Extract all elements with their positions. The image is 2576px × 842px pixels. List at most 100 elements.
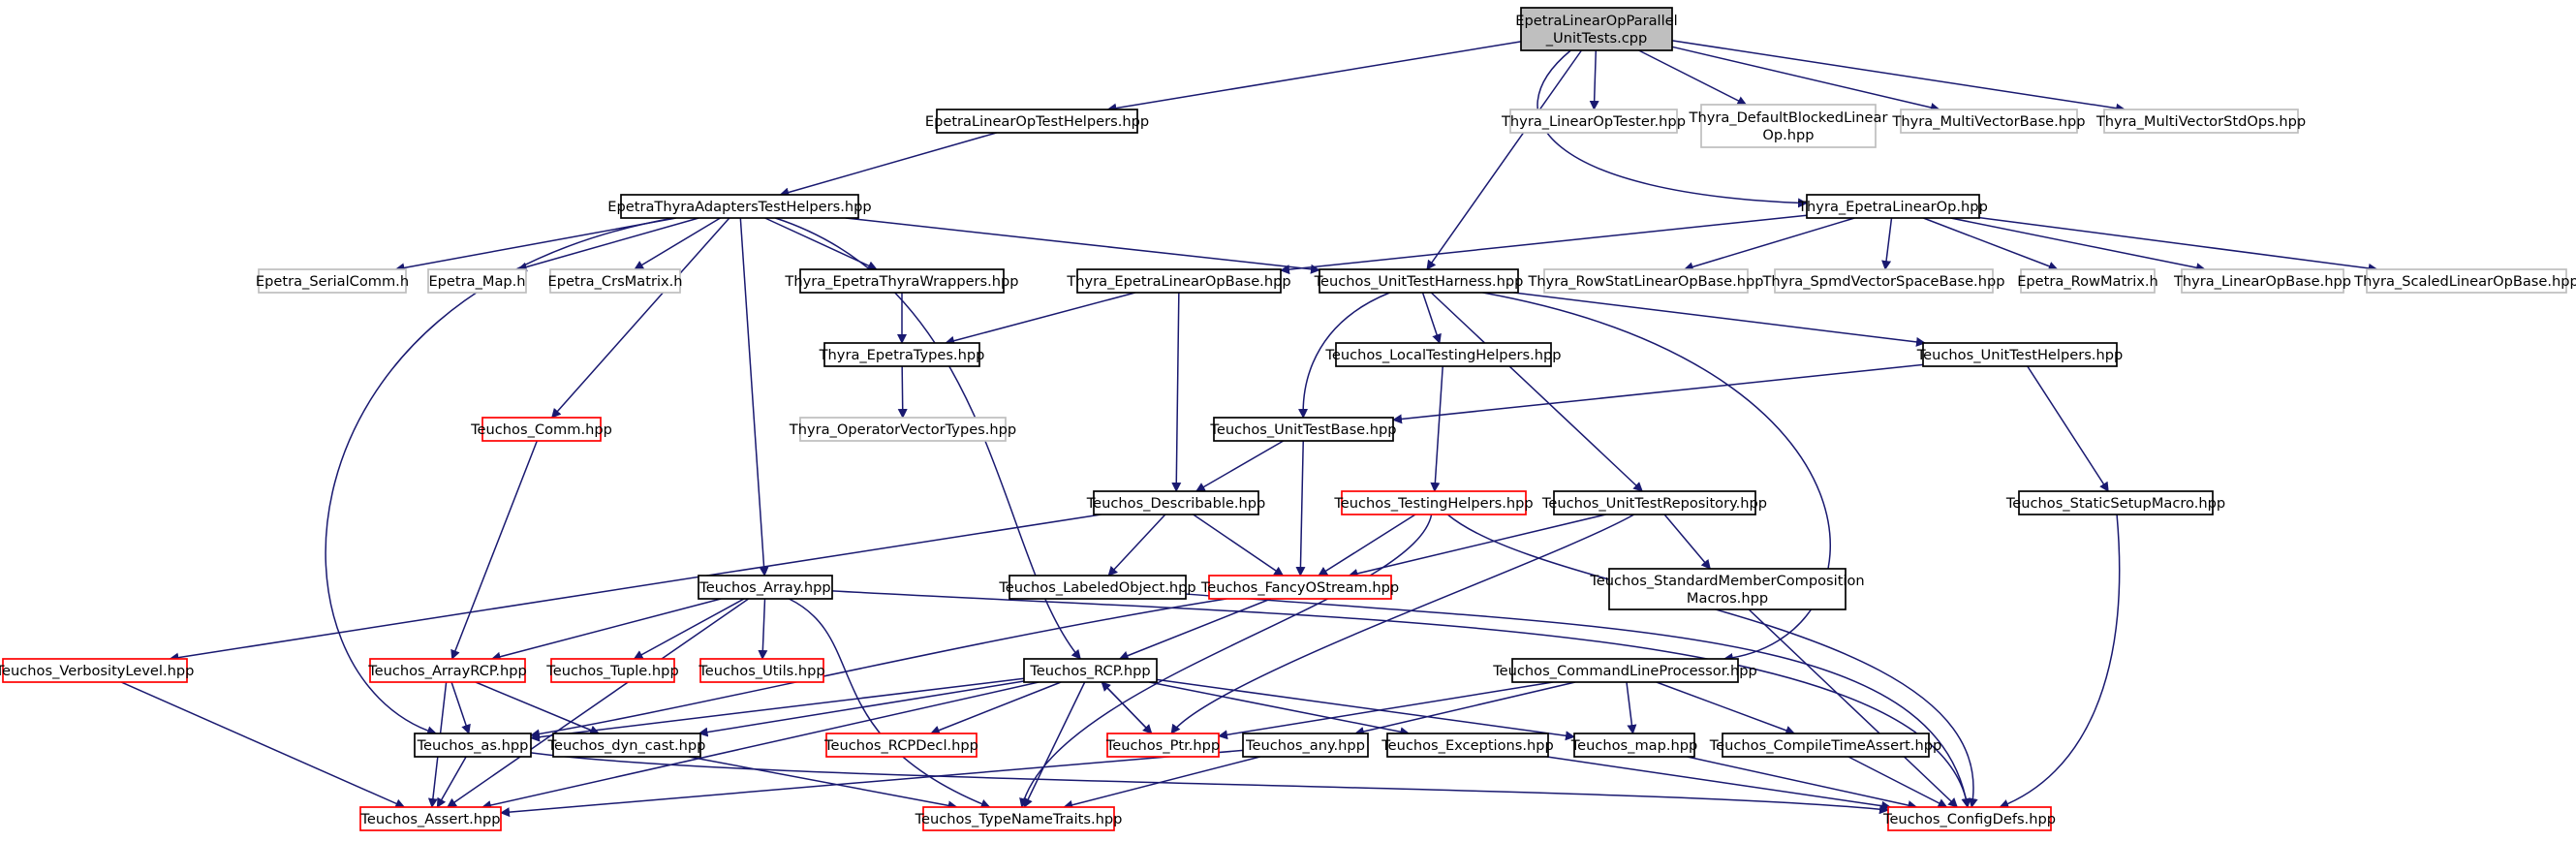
node-elot[interactable]: EpetraLinearOpTestHelpers.hpp bbox=[925, 109, 1149, 134]
node-ecrs[interactable]: Epetra_CrsMatrix.h bbox=[547, 268, 683, 294]
node-label: Teuchos_TestingHelpers.hpp bbox=[1333, 495, 1533, 512]
node-box bbox=[1774, 268, 1994, 294]
node-erm[interactable]: Epetra_RowMatrix.h bbox=[2017, 268, 2158, 294]
edge-arcp-to-dyn bbox=[475, 681, 601, 735]
node-label: EpetraLinearOpTestHelpers.hpp bbox=[925, 113, 1149, 130]
node-label: Thyra_OperatorVectorTypes.hpp bbox=[789, 421, 1016, 438]
node-rslob[interactable]: Thyra_RowStatLinearOpBase.hpp bbox=[1527, 268, 1764, 294]
node-box bbox=[1213, 417, 1394, 442]
edge-telo-to-svsb bbox=[1881, 217, 1893, 270]
node-tetw[interactable]: Thyra_EpetraThyraWrappers.hpp bbox=[784, 268, 1019, 294]
node-label: Teuchos_Exceptions.hpp bbox=[1381, 737, 1554, 754]
node-box bbox=[2181, 268, 2344, 294]
node-box bbox=[414, 733, 532, 758]
node-ltest[interactable]: Teuchos_LocalTestingHelpers.hpp bbox=[1324, 342, 1562, 367]
node-smc[interactable]: Teuchos_StandardMemberCompositionMacros.… bbox=[1589, 568, 1865, 610]
node-comm[interactable]: Teuchos_Comm.hpp bbox=[470, 417, 612, 442]
node-rcp[interactable]: Teuchos_RCP.hpp bbox=[1023, 658, 1158, 683]
edge-th-to-fos bbox=[1318, 514, 1416, 577]
node-label: EpetraLinearOpParallel bbox=[1515, 13, 1677, 29]
node-label: Thyra_DefaultBlockedLinear bbox=[1689, 109, 1888, 126]
node-telob[interactable]: Thyra_EpetraLinearOpBase.hpp bbox=[1066, 268, 1291, 294]
node-slob[interactable]: Thyra_ScaledLinearOpBase.hpp bbox=[2353, 268, 2576, 294]
node-label: Teuchos_Comm.hpp bbox=[470, 421, 612, 438]
node-label: Teuchos_as.hpp bbox=[417, 737, 529, 754]
node-tup[interactable]: Teuchos_Tuple.hpp bbox=[545, 658, 679, 683]
node-arr[interactable]: Teuchos_Array.hpp bbox=[698, 575, 833, 600]
edge-ltest-to-th bbox=[1430, 365, 1443, 492]
node-telo[interactable]: Thyra_EpetraLinearOp.hpp bbox=[1797, 194, 1988, 219]
node-utils[interactable]: Teuchos_Utils.hpp bbox=[698, 658, 825, 683]
node-uthelp[interactable]: Teuchos_UnitTestHelpers.hpp bbox=[1916, 342, 2123, 367]
node-box bbox=[258, 268, 407, 294]
node-esc[interactable]: Epetra_SerialComm.h bbox=[256, 268, 409, 294]
node-exc[interactable]: Teuchos_Exceptions.hpp bbox=[1381, 733, 1554, 758]
edge-uth-to-ltest bbox=[1421, 292, 1442, 344]
edge-utb-to-desc bbox=[1195, 440, 1285, 492]
node-rcpdecl[interactable]: Teuchos_RCPDecl.hpp bbox=[823, 733, 978, 758]
node-any[interactable]: Teuchos_any.hpp bbox=[1242, 733, 1369, 758]
node-label: Teuchos_Array.hpp bbox=[698, 579, 830, 596]
edge-ssm-to-cfg bbox=[1999, 514, 2121, 809]
node-lob[interactable]: Thyra_LinearOpBase.hpp bbox=[2173, 268, 2351, 294]
node-label: Teuchos_RCP.hpp bbox=[1029, 663, 1150, 679]
node-uth[interactable]: Teuchos_UnitTestHarness.hpp bbox=[1314, 268, 1524, 294]
node-box bbox=[549, 268, 681, 294]
node-box bbox=[427, 268, 527, 294]
node-fos[interactable]: Teuchos_FancyOStream.hpp bbox=[1200, 575, 1399, 600]
node-verb[interactable]: Teuchos_VerbosityLevel.hpp bbox=[0, 658, 194, 683]
node-desc[interactable]: Teuchos_Describable.hpp bbox=[1086, 490, 1266, 515]
edge-root-to-elot bbox=[1106, 41, 1522, 113]
node-tnt[interactable]: Teuchos_TypeNameTraits.hpp bbox=[915, 806, 1123, 831]
node-mvb[interactable]: Thyra_MultiVectorBase.hpp bbox=[1891, 109, 2086, 134]
node-label: Teuchos_Describable.hpp bbox=[1086, 495, 1266, 512]
node-lab[interactable]: Teuchos_LabeledObject.hpp bbox=[998, 575, 1196, 600]
edge-etat-to-as bbox=[325, 217, 674, 736]
node-arcp[interactable]: Teuchos_ArrayRCP.hpp bbox=[367, 658, 527, 683]
node-label: Thyra_RowStatLinearOpBase.hpp bbox=[1527, 273, 1763, 290]
edge-uth-to-uthelp bbox=[1513, 292, 1927, 347]
node-label: Teuchos_UnitTestHelpers.hpp bbox=[1916, 347, 2123, 363]
node-cfg[interactable]: Teuchos_ConfigDefs.hpp bbox=[1882, 806, 2056, 831]
node-utb[interactable]: Teuchos_UnitTestBase.hpp bbox=[1209, 417, 1397, 442]
node-ssm[interactable]: Teuchos_StaticSetupMacro.hpp bbox=[2005, 490, 2225, 515]
node-th[interactable]: Teuchos_TestingHelpers.hpp bbox=[1333, 490, 1534, 515]
edge-rcp-to-tnt bbox=[1023, 681, 1086, 808]
node-as[interactable]: Teuchos_as.hpp bbox=[414, 733, 532, 758]
edge-etat-to-comm bbox=[551, 217, 730, 419]
node-etat[interactable]: EpetraThyraAdaptersTestHelpers.hpp bbox=[607, 194, 872, 219]
node-box bbox=[699, 658, 824, 683]
node-svsb[interactable]: Thyra_SpmdVectorSpaceBase.hpp bbox=[1762, 268, 2005, 294]
node-clp[interactable]: Teuchos_CommandLineProcessor.hpp bbox=[1492, 658, 1757, 683]
edge-uthelp-to-ssm bbox=[2027, 365, 2109, 492]
node-assert[interactable]: Teuchos_Assert.hpp bbox=[359, 806, 502, 831]
node-emap[interactable]: Epetra_Map.h bbox=[427, 268, 527, 294]
node-box bbox=[1106, 733, 1220, 758]
node-tet[interactable]: Thyra_EpetraTypes.hpp bbox=[819, 342, 985, 367]
edge-tet-to-ovt bbox=[897, 365, 908, 419]
edge-as-to-cfg bbox=[530, 752, 1889, 815]
edge-rcp-to-as bbox=[530, 677, 1025, 742]
node-label: Teuchos_dyn_cast.hpp bbox=[547, 737, 706, 754]
node-ovt[interactable]: Thyra_OperatorVectorTypes.hpp bbox=[789, 417, 1016, 442]
node-cta[interactable]: Teuchos_CompileTimeAssert.hpp bbox=[1709, 733, 1941, 758]
node-box bbox=[552, 733, 701, 758]
node-dyn[interactable]: Teuchos_dyn_cast.hpp bbox=[547, 733, 706, 758]
node-utr[interactable]: Teuchos_UnitTestRepository.hpp bbox=[1541, 490, 1767, 515]
edge-exc-to-cfg bbox=[1546, 756, 1892, 811]
node-label: Teuchos_Utils.hpp bbox=[698, 663, 824, 679]
node-ptr[interactable]: Teuchos_Ptr.hpp bbox=[1105, 733, 1220, 758]
node-map[interactable]: Teuchos_map.hpp bbox=[1570, 733, 1698, 758]
node-root[interactable]: EpetraLinearOpParallel_UnitTests.cpp bbox=[1515, 7, 1678, 51]
edge-telob-to-desc bbox=[1171, 292, 1182, 492]
edge-arr-to-assert bbox=[447, 598, 750, 808]
edge-root-to-mvso bbox=[1671, 40, 2126, 113]
node-lot[interactable]: Thyra_LinearOpTester.hpp bbox=[1501, 109, 1686, 134]
edge-th-to-cfg bbox=[1446, 514, 1978, 808]
edge-fos-to-as bbox=[530, 598, 1227, 739]
edge-root-to-lot bbox=[1589, 49, 1599, 110]
edge-root-to-dblo bbox=[1638, 49, 1748, 106]
node-mvso[interactable]: Thyra_MultiVectorStdOps.hpp bbox=[2095, 109, 2306, 134]
dependency-edges bbox=[120, 40, 2378, 818]
